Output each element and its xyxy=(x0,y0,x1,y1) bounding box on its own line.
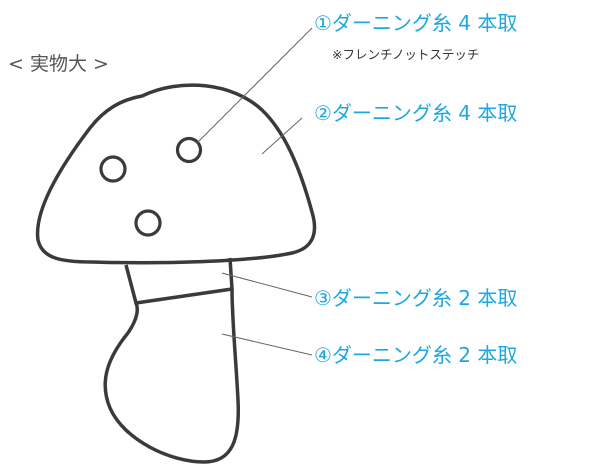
stem-ring xyxy=(124,257,234,305)
scale-label: < 実物大 > xyxy=(8,53,109,75)
callout-1-label: ①ダーニング糸 4 本取 xyxy=(314,11,518,35)
callout-3-label: ③ダーニング糸 2 本取 xyxy=(314,286,518,310)
leader-line-1 xyxy=(196,27,313,144)
stem-lower xyxy=(103,287,241,464)
callout-1-note: ※フレンチノットステッチ xyxy=(332,47,480,62)
leader-line-3 xyxy=(221,272,313,298)
cap-dot xyxy=(175,136,203,164)
cap-dot xyxy=(99,155,127,183)
callout-4-label: ④ダーニング糸 2 本取 xyxy=(314,343,518,367)
leader-line-2 xyxy=(261,117,303,155)
cap-dot xyxy=(134,209,162,237)
callout-2-label: ②ダーニング糸 4 本取 xyxy=(314,101,518,125)
mushroom-cap xyxy=(35,83,317,265)
leader-line-4 xyxy=(221,333,313,356)
